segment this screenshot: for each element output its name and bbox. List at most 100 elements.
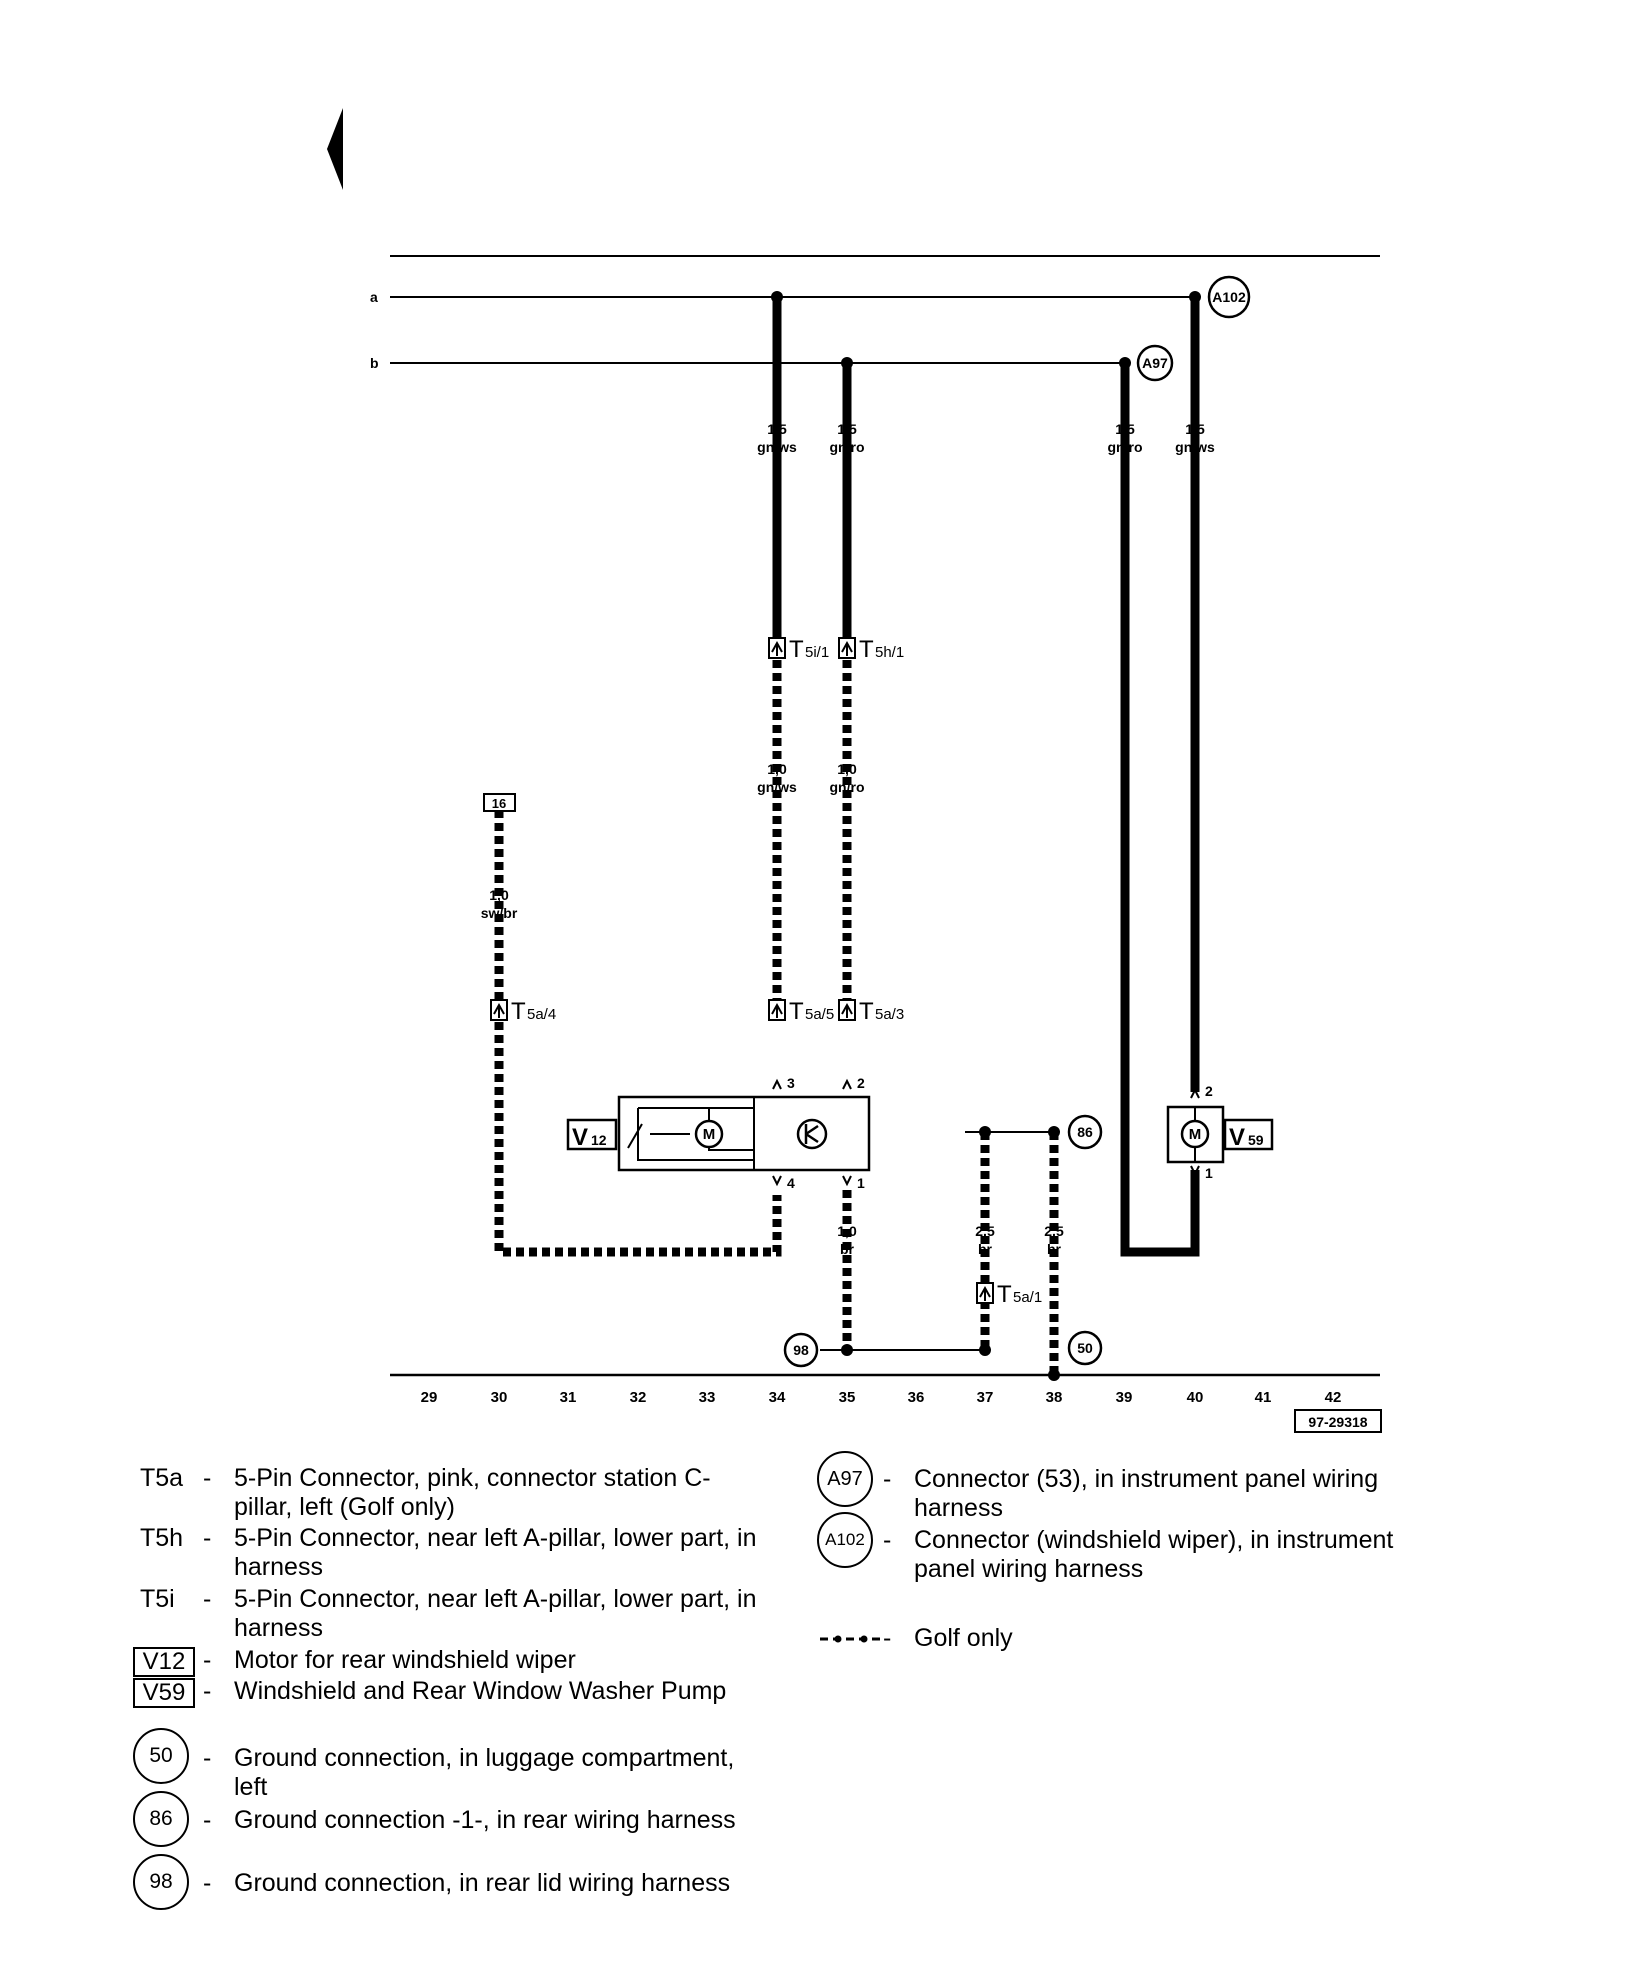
track-number: 38 — [1046, 1389, 1063, 1406]
wire-size-label: 2,5 — [975, 1223, 995, 1239]
wire-color-label: gn/ws — [1175, 439, 1215, 455]
circle-label: A102 — [1212, 289, 1246, 305]
wire-size-label: 2,5 — [1044, 1223, 1064, 1239]
track-number: 40 — [1187, 1389, 1204, 1406]
reference-box-16 — [483, 793, 516, 812]
connector-label-main: T — [511, 998, 526, 1025]
back-arrow-icon[interactable] — [327, 108, 343, 190]
solid-wires — [772, 297, 1200, 1257]
wire-color-label: br — [978, 1241, 993, 1257]
circle-label: 50 — [1077, 1340, 1093, 1356]
track-number: 37 — [977, 1389, 994, 1406]
junction-dot — [771, 291, 783, 303]
connector-label-main: T — [997, 1281, 1012, 1308]
figure-id: 97-29318 — [1308, 1414, 1367, 1430]
golf-only-wires — [494, 660, 1059, 1375]
junction-dot — [1048, 1369, 1060, 1381]
connector-t5i1: T 5i/1 — [768, 636, 829, 663]
pin-number: 3 — [787, 1075, 795, 1091]
connector-label-sub: 5i/1 — [805, 644, 829, 661]
wire-39-40-loop — [1120, 363, 1200, 1257]
wire-color-label: br — [840, 1241, 855, 1257]
track-number: 35 — [839, 1389, 856, 1406]
component-label-main: V — [1229, 1124, 1245, 1151]
motor-symbol: M — [1189, 1126, 1202, 1143]
connector-t5a1: T 5a/1 — [976, 1281, 1042, 1308]
circle-markers: A102 A97 86 98 50 — [783, 275, 1251, 1368]
wire-30-34-bottom — [494, 1022, 782, 1257]
wire-size-label: 1,0 — [489, 887, 509, 903]
connector-label-main: T — [789, 998, 804, 1025]
track-number: 36 — [908, 1389, 925, 1406]
track-number: 34 — [769, 1389, 786, 1406]
wire-color-label: br — [1047, 1241, 1062, 1257]
junction-dot — [841, 357, 853, 369]
connector-circle-a102 — [1207, 275, 1251, 319]
track-number: 32 — [630, 1389, 647, 1406]
junction-dot — [1048, 1126, 1060, 1138]
track-number: 31 — [560, 1389, 577, 1406]
connector-label-main: T — [859, 998, 874, 1025]
connector-label-sub: 5h/1 — [875, 644, 904, 661]
track-number: 41 — [1255, 1389, 1272, 1406]
bus-label-b: b — [370, 355, 379, 371]
wire-labels: 1,5 gn/ws 1,5 gn/ro 1,5 gn/ro 1,5 gn/ws … — [481, 421, 1215, 1257]
connector-label-main: T — [859, 636, 874, 663]
junction-dot — [1119, 357, 1131, 369]
wire-color-label: gn/ro — [830, 439, 865, 455]
connector-label-sub: 5a/3 — [875, 1006, 904, 1023]
wire-color-label: gn/ws — [757, 439, 797, 455]
wire-size-label: 1,5 — [1185, 421, 1205, 437]
connector-t5a5: T 5a/5 — [768, 998, 834, 1025]
wire-size-label: 1,0 — [767, 761, 787, 777]
junction-dot — [841, 1344, 853, 1356]
track-number: 42 — [1325, 1389, 1342, 1406]
pin-number: 2 — [857, 1075, 865, 1091]
circle-label: 98 — [793, 1342, 809, 1358]
connector-label-sub: 5a/1 — [1013, 1289, 1042, 1306]
junction-dots — [771, 291, 1201, 1381]
component-label-main: V — [572, 1124, 588, 1151]
component-label-sub: 12 — [591, 1132, 607, 1148]
junction-dot — [979, 1344, 991, 1356]
track-number: 30 — [491, 1389, 508, 1406]
circle-label: 86 — [1077, 1124, 1093, 1140]
wire-color-label: gn/ro — [830, 779, 865, 795]
motor-symbol: M — [703, 1126, 716, 1143]
pin-number: 2 — [1205, 1083, 1213, 1099]
wire-size-label: 1,5 — [837, 421, 857, 437]
pin-numbers: 3 2 4 1 2 1 — [787, 1075, 1213, 1191]
connector-t5h1: T 5h/1 — [838, 636, 904, 663]
pin-markers — [772, 1078, 1200, 1187]
wire-color-label: gn/ro — [1108, 439, 1143, 455]
junction-dot — [1189, 291, 1201, 303]
pin-number: 4 — [787, 1175, 795, 1191]
connector-symbols: T 5i/1 T 5h/1 T 5a/4 T 5a/5 T 5a/3 — [490, 636, 1042, 1308]
wire-size-label: 1,0 — [837, 1223, 857, 1239]
wire-color-label: sw/br — [481, 905, 518, 921]
pin-number: 1 — [1205, 1165, 1213, 1181]
connector-label-main: T — [789, 636, 804, 663]
pin-number: 1 — [857, 1175, 865, 1191]
component-label-sub: 59 — [1248, 1132, 1264, 1148]
track-number: 39 — [1116, 1389, 1133, 1406]
wire-size-label: 1,0 — [837, 761, 857, 777]
connector-label-sub: 5a/5 — [805, 1006, 834, 1023]
junction-dot — [979, 1126, 991, 1138]
connector-circle-a97 — [1136, 344, 1174, 382]
circle-label: A97 — [1142, 355, 1168, 371]
connector-t5a3: T 5a/3 — [838, 998, 904, 1025]
wire-color-label: gn/ws — [757, 779, 797, 795]
reference-box-label: 16 — [492, 796, 506, 811]
electronic-switch-icon — [796, 1118, 828, 1150]
connector-t5a4: T 5a/4 — [490, 998, 556, 1025]
bus-label-a: a — [370, 289, 378, 305]
connector-label-sub: 5a/4 — [527, 1006, 556, 1023]
wiper-motor-v12: M V 12 — [566, 1095, 871, 1172]
wire-size-label: 1,5 — [1115, 421, 1135, 437]
ground-circle-98 — [783, 1332, 819, 1368]
ground-circle-50 — [1067, 1330, 1103, 1366]
golf-only-legend-symbol — [820, 1635, 880, 1643]
track-number: 29 — [421, 1389, 438, 1406]
